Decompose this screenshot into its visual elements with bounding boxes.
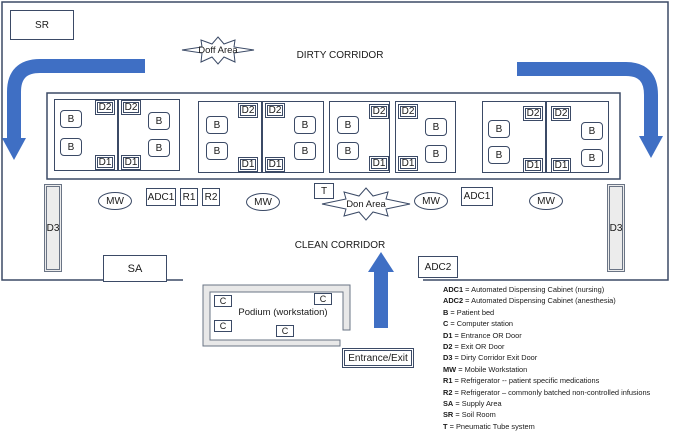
legend-item: MW = Mobile Workstation — [443, 364, 528, 374]
exit-door-d2: D2 — [398, 104, 418, 119]
patient-bed: B — [148, 112, 170, 130]
patient-bed: B — [581, 149, 603, 167]
podium-label: Podium (workstation) — [238, 306, 328, 318]
don-area-label: Don Area — [346, 198, 386, 210]
legend-item: D2 = Exit OR Door — [443, 342, 505, 352]
exit-door-d2: D2 — [369, 104, 389, 119]
exit-door-d2: D2 — [523, 106, 543, 121]
legend-item: ADC2 = Automated Dispensing Cabinet (ane… — [443, 296, 616, 306]
patient-bed: B — [337, 116, 359, 134]
computer-station: C — [314, 293, 332, 305]
pneumatic-tube: T — [314, 183, 334, 199]
adc1-cabinet-right: ADC1 — [461, 187, 493, 206]
mobile-workstation: MW — [246, 193, 280, 211]
entrance-door-d1: D1 — [95, 155, 115, 170]
legend-item: C = Computer station — [443, 319, 514, 329]
entrance-door-d1: D1 — [398, 156, 418, 171]
patient-bed: B — [488, 120, 510, 138]
exit-door-d2: D2 — [238, 103, 258, 118]
patient-bed: B — [581, 122, 603, 140]
patient-bed: B — [60, 110, 82, 128]
legend-item: ADC1 = Automated Dispensing Cabinet (nur… — [443, 285, 605, 294]
dirty-corridor-exit-door-left: D3 — [44, 184, 62, 272]
legend-item: SA = Supply Area — [443, 399, 502, 409]
computer-station: C — [214, 295, 232, 307]
patient-bed: B — [206, 116, 228, 134]
mobile-workstation: MW — [414, 192, 448, 210]
legend-item: D3 = Dirty Corridor Exit Door — [443, 353, 538, 363]
patient-bed: B — [60, 138, 82, 156]
patient-bed: B — [337, 142, 359, 160]
legend-item: SR = Soil Room — [443, 410, 496, 420]
entrance-exit: Entrance/Exit — [342, 348, 414, 368]
soil-room: SR — [10, 10, 74, 40]
mobile-workstation: MW — [529, 192, 563, 210]
entrance-door-d1: D1 — [523, 158, 543, 173]
entrance-door-d1: D1 — [265, 157, 285, 172]
supply-area: SA — [103, 255, 167, 282]
dirty-corridor-exit-door-right: D3 — [607, 184, 625, 272]
legend-item: B = Patient bed — [443, 307, 495, 317]
patient-bed: B — [425, 145, 447, 163]
exit-door-d2: D2 — [265, 103, 285, 118]
patient-bed: B — [425, 118, 447, 136]
mobile-workstation: MW — [98, 192, 132, 210]
entrance-door-d1: D1 — [551, 158, 571, 173]
refrigerator-r1: R1 — [180, 188, 198, 206]
dirty-corridor-label: DIRTY CORRIDOR — [296, 49, 384, 61]
patient-bed: B — [206, 142, 228, 160]
exit-door-d2: D2 — [95, 100, 115, 115]
legend-item: R2 = Refrigerator – commonly batched non… — [443, 387, 651, 397]
entrance-door-d1: D1 — [121, 155, 141, 170]
entrance-door-d1: D1 — [238, 157, 258, 172]
legend: ADC1 = Automated Dispensing Cabinet (nur… — [443, 284, 650, 432]
legend-item: T = Pneumatic Tube system — [443, 421, 535, 431]
patient-bed: B — [294, 142, 316, 160]
patient-bed: B — [294, 116, 316, 134]
clean-corridor-label: CLEAN CORRIDOR — [294, 239, 386, 251]
patient-bed: B — [488, 146, 510, 164]
patient-bed: B — [148, 139, 170, 157]
computer-station: C — [214, 320, 232, 332]
adc1-cabinet-left: ADC1 — [146, 188, 176, 206]
legend-item: R1 = Refrigerator -- patient specific me… — [443, 376, 600, 386]
exit-door-d2: D2 — [551, 106, 571, 121]
computer-station: C — [276, 325, 294, 337]
exit-door-d2: D2 — [121, 100, 141, 115]
refrigerator-r2: R2 — [202, 188, 220, 206]
doff-area-label: Doff Area — [198, 44, 238, 56]
legend-item: D1 = Entrance OR Door — [443, 330, 522, 340]
adc2-cabinet: ADC2 — [418, 256, 458, 278]
entrance-door-d1: D1 — [369, 156, 389, 171]
